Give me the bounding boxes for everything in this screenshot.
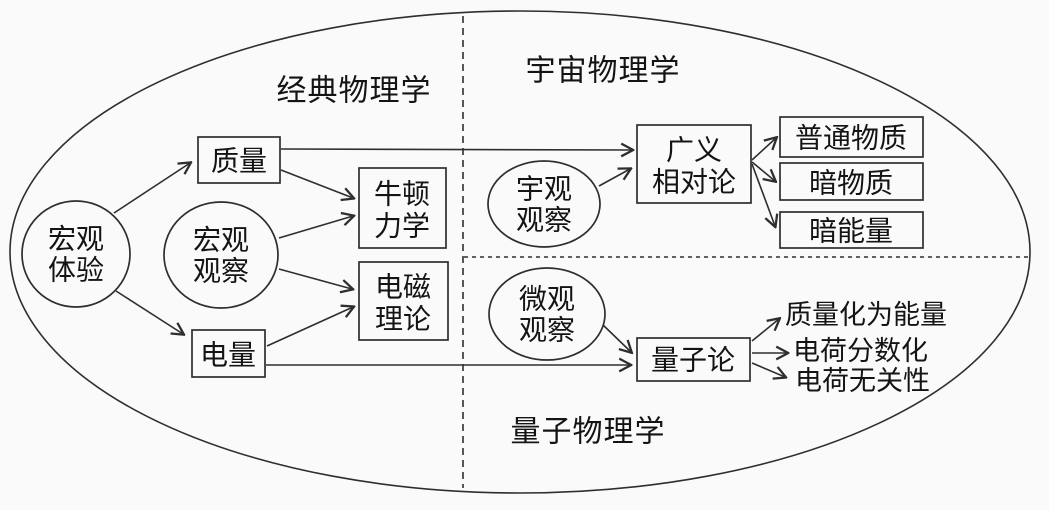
label-mass-to-energy: 质量化为能量 [785, 300, 947, 330]
arrow-mass-to-general-relativity [280, 149, 632, 150]
micro-observation-circle [488, 267, 606, 361]
macro-observation-label-line2: 观察 [193, 256, 249, 287]
region-label-quantum-physics: 量子物理学 [511, 416, 666, 449]
node-dark-matter: 暗物质 [779, 162, 924, 201]
dark-energy-label: 暗能量 [809, 216, 893, 247]
node-charge: 电量 [191, 329, 266, 378]
arrow-macro-experience-to-mass [113, 163, 190, 214]
dark-matter-box [779, 162, 924, 201]
arrow-cosmic-observation-to-general-relativity [598, 169, 630, 187]
node-macro-observation: 宏观 观察 [163, 201, 279, 309]
node-macro-experience: 宏观 体验 [21, 200, 131, 308]
node-ordinary-matter: 普通物质 [779, 116, 924, 158]
arrow-general-relativity-to-dark-energy [751, 163, 775, 226]
general-relativity-label-line1: 广义 [666, 135, 722, 166]
node-em-theory: 电磁 理论 [358, 261, 449, 341]
micro-observation-label-line1: 微观 [519, 284, 575, 315]
label-charge-independence: 电荷无关性 [795, 366, 930, 396]
arrow-mass-to-newton-mechanics [280, 169, 353, 198]
micro-observation-label-line2: 观察 [519, 315, 575, 346]
node-micro-observation: 微观 观察 [488, 267, 606, 361]
charge-box [191, 329, 266, 378]
macro-observation-label-line1: 宏观 [193, 225, 249, 256]
node-newton-mechanics: 牛顿 力学 [358, 167, 447, 249]
region-label-classical-physics: 经典物理学 [277, 75, 432, 108]
cosmic-observation-label-line1: 宇观 [516, 174, 572, 205]
arrow-quantum-theory-to-charge-independence [751, 362, 785, 377]
em-theory-label-line1: 电磁 [375, 272, 431, 303]
region-label-cosmic-physics: 宇宙物理学 [526, 55, 681, 88]
dark-matter-label: 暗物质 [809, 168, 893, 199]
quantum-theory-box [636, 337, 751, 382]
arrow-macro-observation-to-newton-mechanics [278, 216, 353, 239]
label-charge-fractionalization: 电荷分数化 [793, 336, 928, 366]
node-cosmic-observation: 宇观 观察 [487, 160, 601, 248]
node-general-relativity: 广义 相对论 [636, 124, 752, 204]
arrow-charge-to-em-theory [266, 307, 353, 347]
newton-mechanics-label-line2: 力学 [374, 211, 430, 242]
ordinary-matter-label: 普通物质 [795, 123, 907, 154]
universe-ellipse [9, 10, 1031, 494]
general-relativity-box [636, 124, 752, 204]
arrow-general-relativity-to-ordinary-matter [751, 138, 776, 161]
quantum-theory-label: 量子论 [651, 345, 735, 376]
cosmic-observation-label-line2: 观察 [516, 205, 572, 236]
charge-label: 电量 [200, 340, 256, 371]
arrow-general-relativity-to-dark-matter [751, 161, 775, 181]
macro-experience-circle [21, 200, 131, 308]
newton-mechanics-box [358, 167, 447, 249]
macro-observation-circle [163, 201, 279, 309]
node-quantum-theory: 量子论 [636, 337, 751, 382]
node-mass: 质量 [197, 136, 281, 184]
general-relativity-label-line2: 相对论 [652, 167, 736, 198]
newton-mechanics-label-line1: 牛顿 [374, 179, 430, 210]
em-theory-box [358, 261, 449, 341]
macro-experience-label-line2: 体验 [48, 255, 104, 286]
mass-label: 质量 [211, 146, 267, 177]
arrow-quantum-theory-to-mass-to-energy [751, 319, 779, 342]
ordinary-matter-box [779, 116, 924, 158]
arrow-micro-observation-to-quantum-theory [601, 323, 631, 352]
mass-box [197, 136, 281, 184]
macro-experience-label-line1: 宏观 [48, 224, 104, 255]
arrow-macro-experience-to-charge [115, 290, 183, 334]
arrow-macro-observation-to-em-theory [278, 268, 352, 289]
cosmic-observation-circle [487, 160, 601, 248]
node-dark-energy: 暗能量 [779, 211, 924, 249]
dark-energy-box [779, 211, 924, 249]
em-theory-label-line2: 理论 [375, 304, 431, 335]
